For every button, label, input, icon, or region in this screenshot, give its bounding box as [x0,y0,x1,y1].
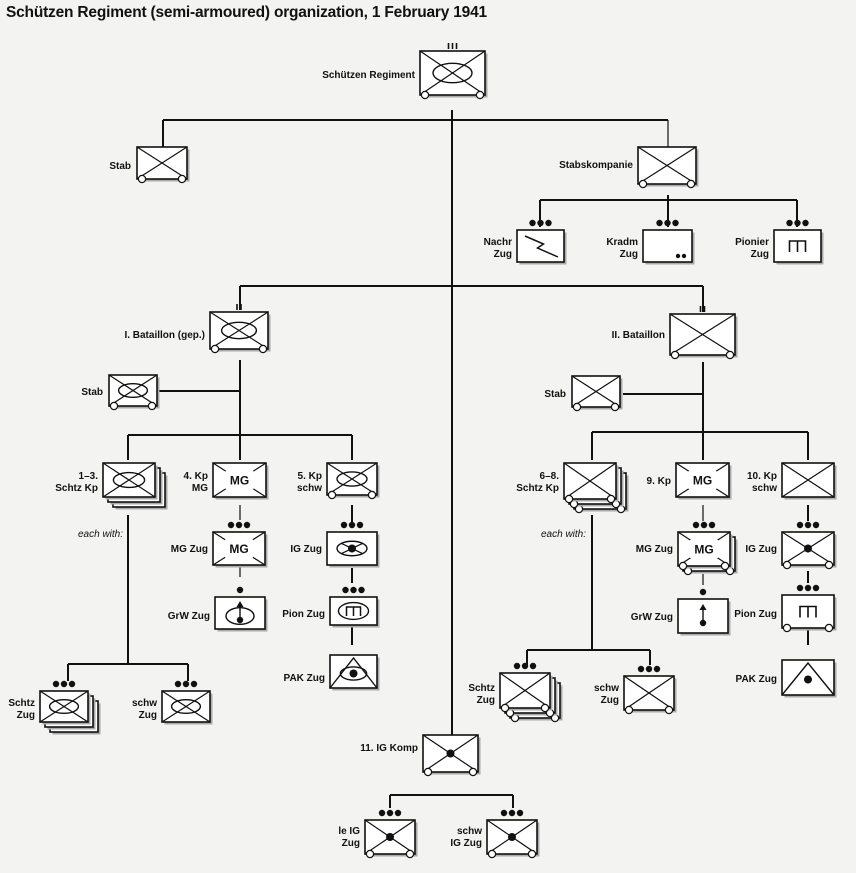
label-grw2: GrW Zug [631,612,673,623]
label-mgz1: MG Zug [171,544,208,555]
unit-symbol-mgz2: MG [677,521,738,576]
unit-symbol-sw1 [161,680,213,725]
label-pion1: Pion Zug [282,609,325,620]
unit-symbol-pion1 [329,586,380,628]
symbol-text-k4: MG [230,474,249,488]
note-each-with-right: each with: [541,529,586,540]
symbol-text-mgz1: MG [229,542,248,556]
unit-symbol-igz1 [326,521,380,568]
unit-symbol-bat2 [669,306,738,360]
label-pak2: PAK Zug [736,674,777,685]
note-each-with-left: each with: [78,529,123,540]
unit-symbol-grw2 [677,588,731,636]
connector-lines [67,110,809,808]
unit-symbol-swig [486,809,540,859]
label-stab1: Stab [81,387,103,398]
label-igz1: IG Zug [290,544,322,555]
unit-symbol-stab1 [108,374,160,411]
unit-symbol-stab [136,146,190,184]
label-stab: Stab [109,161,131,172]
label-mgz2: MG Zug [636,544,673,555]
label-k9: 9. Kp [647,476,671,487]
label-grw1: GrW Zug [168,611,210,622]
unit-symbol-regiment [419,43,488,100]
label-regiment: Schützen Regiment [322,70,415,81]
label-stab2: Stab [544,389,566,400]
unit-symbol-leig [364,809,418,859]
unit-symbol-grw1 [214,586,268,632]
unit-symbol-pionier [773,219,824,265]
unit-symbol-kradm [642,219,695,265]
unit-symbol-pak2 [781,659,837,698]
unit-symbol-k5 [326,462,380,500]
unit-symbol-stab2 [571,375,623,412]
unit-symbol-stabskp [637,146,699,189]
unit-symbol-nachr [516,219,567,265]
label-stabskp: Stabskompanie [559,160,633,171]
symbol-text-mgz2: MG [694,543,713,557]
label-k1: 1–3.Schtz Kp [55,471,98,494]
unit-symbol-pion2 [781,584,837,633]
symbol-text-k9: MG [693,474,712,488]
unit-symbol-sw2 [623,665,677,715]
label-pak1: PAK Zug [284,673,325,684]
unit-symbol-k6 [563,462,629,514]
label-pion2: Pion Zug [734,609,777,620]
unit-symbol-k9: MG [675,462,732,500]
label-igz2: IG Zug [745,544,777,555]
unit-symbol-k10 [781,462,837,500]
label-k6: 6–8.Schtz Kp [516,471,559,494]
unit-symbol-k11 [422,734,481,777]
unit-symbol-k4: MG [212,462,269,500]
unit-symbol-bat1 [209,304,271,354]
unit-symbol-k1 [102,462,168,510]
diagram-title: Schützen Regiment (semi-armoured) organi… [6,4,487,21]
unit-symbol-sz2 [499,662,563,723]
unit-symbol-sz1 [39,680,101,735]
label-bat1: I. Bataillon (gep.) [124,330,205,341]
label-k11: 11. IG Komp [360,743,418,754]
unit-symbol-pak1 [329,654,380,691]
unit-symbol-igz2 [781,521,837,570]
unit-symbol-mgz1: MG [212,521,268,568]
label-bat2: II. Bataillon [612,330,665,341]
